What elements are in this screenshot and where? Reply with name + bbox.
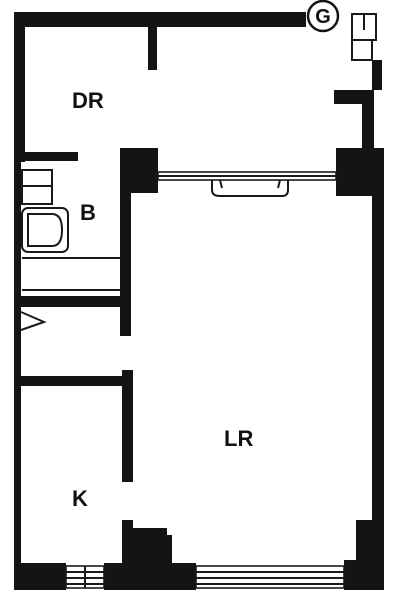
kitchen-top-wall	[20, 376, 132, 386]
bathtub	[21, 207, 69, 253]
room-label-living: LR	[224, 426, 253, 451]
top-right-fixture	[351, 13, 377, 61]
bath-right-wall	[120, 190, 131, 306]
closet-door	[20, 311, 47, 331]
right-wall	[372, 195, 384, 525]
top-wall	[14, 12, 306, 27]
dr-wall-stub	[148, 24, 157, 70]
right-wall-top	[372, 60, 382, 90]
bottom-pier-ext	[150, 535, 172, 565]
kitchen-window	[65, 565, 105, 589]
bath-bottom-wall	[20, 296, 130, 307]
interior-walls	[20, 24, 384, 536]
dr-right-jamb	[362, 90, 374, 150]
marker-badge: G	[306, 0, 340, 33]
bottom-wall-left	[14, 563, 66, 590]
bath-top-wall	[20, 152, 78, 161]
room-label-dining: DR	[72, 88, 104, 113]
exterior-walls	[14, 12, 384, 590]
room-label-kitchen: K	[72, 486, 88, 511]
windows	[65, 565, 345, 589]
left-pier	[120, 148, 158, 193]
left-wall-upper	[14, 12, 25, 162]
marker-letter: G	[315, 6, 331, 28]
living-room-window	[195, 565, 345, 589]
corner-pier	[356, 520, 384, 565]
room-label-bath: B	[80, 200, 96, 225]
right-pier	[336, 148, 384, 196]
sliding-door	[157, 171, 337, 197]
kitchen-right-wall	[122, 370, 133, 482]
hall-wall	[120, 300, 131, 336]
bath-fixtures	[21, 169, 120, 291]
kitchen-wall-stub	[122, 520, 133, 536]
left-wall-lower	[14, 160, 21, 580]
